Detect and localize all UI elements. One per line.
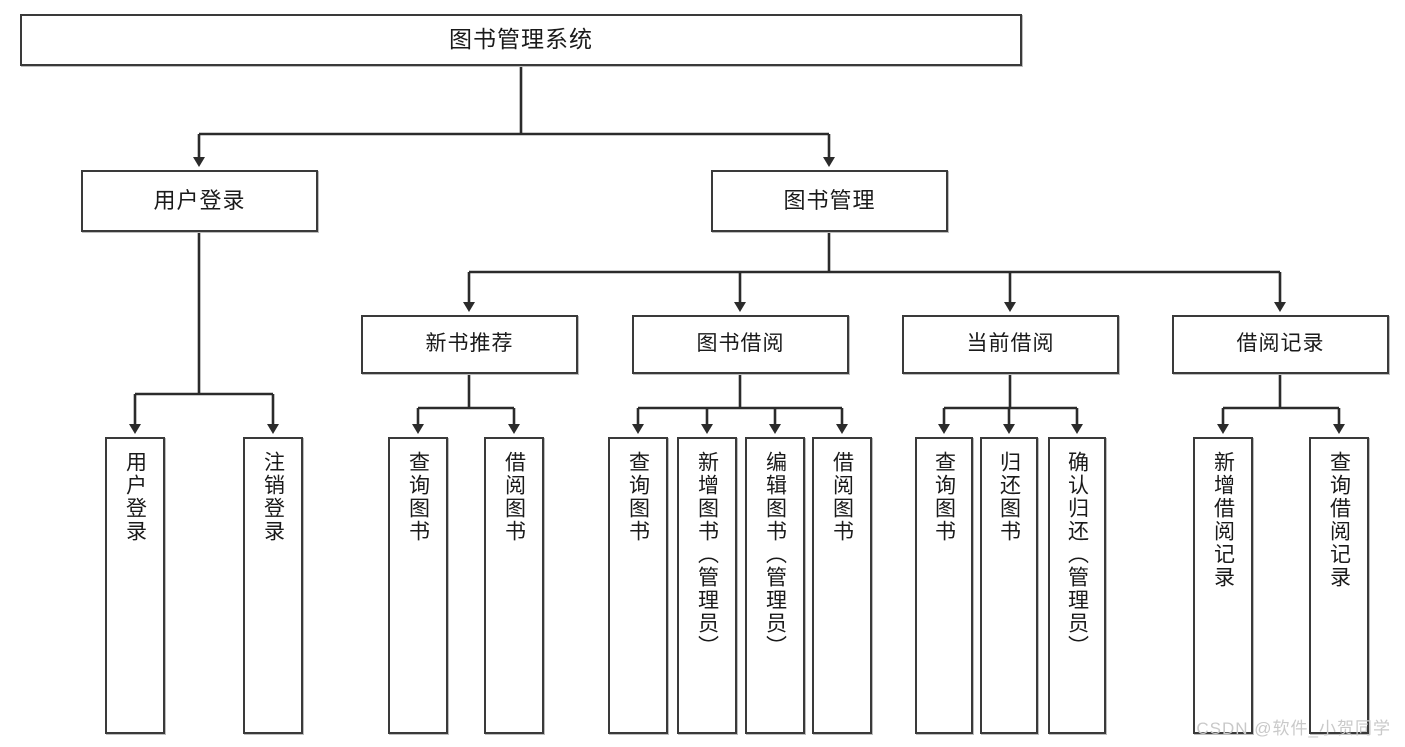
node-label: 新增图书（管理员） (695, 451, 719, 658)
node-book-borrow[interactable]: 图书借阅 (632, 315, 849, 374)
node-label: 借阅图书 (502, 451, 526, 543)
leaf-user-login-logout[interactable]: 注销登录 (243, 437, 303, 734)
node-label: 确认归还（管理员） (1065, 451, 1089, 658)
node-label: 归还图书 (997, 451, 1021, 543)
node-label: 借阅记录 (1236, 332, 1325, 356)
node-borrow-record[interactable]: 借阅记录 (1172, 315, 1389, 374)
leaf-borrow-borrow-book[interactable]: 借阅图书 (812, 437, 872, 734)
node-user-login[interactable]: 用户登录 (81, 170, 318, 232)
leaf-borrow-edit-book-admin[interactable]: 编辑图书（管理员） (745, 437, 805, 734)
node-root-system[interactable]: 图书管理系统 (20, 14, 1022, 66)
node-label: 用户登录 (153, 188, 246, 214)
node-label: 新增借阅记录 (1211, 451, 1235, 589)
node-label: 查询图书 (406, 451, 430, 543)
node-label: 图书借阅 (696, 332, 785, 356)
leaf-recommend-borrow-book[interactable]: 借阅图书 (484, 437, 544, 734)
leaf-record-query-borrow-record[interactable]: 查询借阅记录 (1309, 437, 1369, 734)
leaf-borrow-add-book-admin[interactable]: 新增图书（管理员） (677, 437, 737, 734)
node-label: 图书管理 (783, 188, 876, 214)
node-label: 图书管理系统 (449, 26, 593, 53)
leaf-current-return-book[interactable]: 归还图书 (980, 437, 1038, 734)
node-label: 查询借阅记录 (1327, 451, 1351, 589)
node-label: 新书推荐 (425, 332, 514, 356)
node-current-borrow[interactable]: 当前借阅 (902, 315, 1119, 374)
node-label: 编辑图书（管理员） (763, 451, 787, 658)
watermark-text: CSDN @软件_小贺同学 (1196, 719, 1391, 738)
leaf-recommend-query-book[interactable]: 查询图书 (388, 437, 448, 734)
node-new-book-recommend[interactable]: 新书推荐 (361, 315, 578, 374)
leaf-borrow-query-book[interactable]: 查询图书 (608, 437, 668, 734)
leaf-current-query-book[interactable]: 查询图书 (915, 437, 973, 734)
node-label: 借阅图书 (830, 451, 854, 543)
node-label: 查询图书 (932, 451, 956, 543)
node-label: 查询图书 (626, 451, 650, 543)
leaf-user-login-login[interactable]: 用户登录 (105, 437, 165, 734)
node-label: 注销登录 (261, 451, 285, 543)
node-book-management[interactable]: 图书管理 (711, 170, 948, 232)
leaf-current-confirm-return-admin[interactable]: 确认归还（管理员） (1048, 437, 1106, 734)
node-label: 当前借阅 (966, 332, 1055, 356)
leaf-record-add-borrow-record[interactable]: 新增借阅记录 (1193, 437, 1253, 734)
node-label: 用户登录 (123, 451, 147, 543)
